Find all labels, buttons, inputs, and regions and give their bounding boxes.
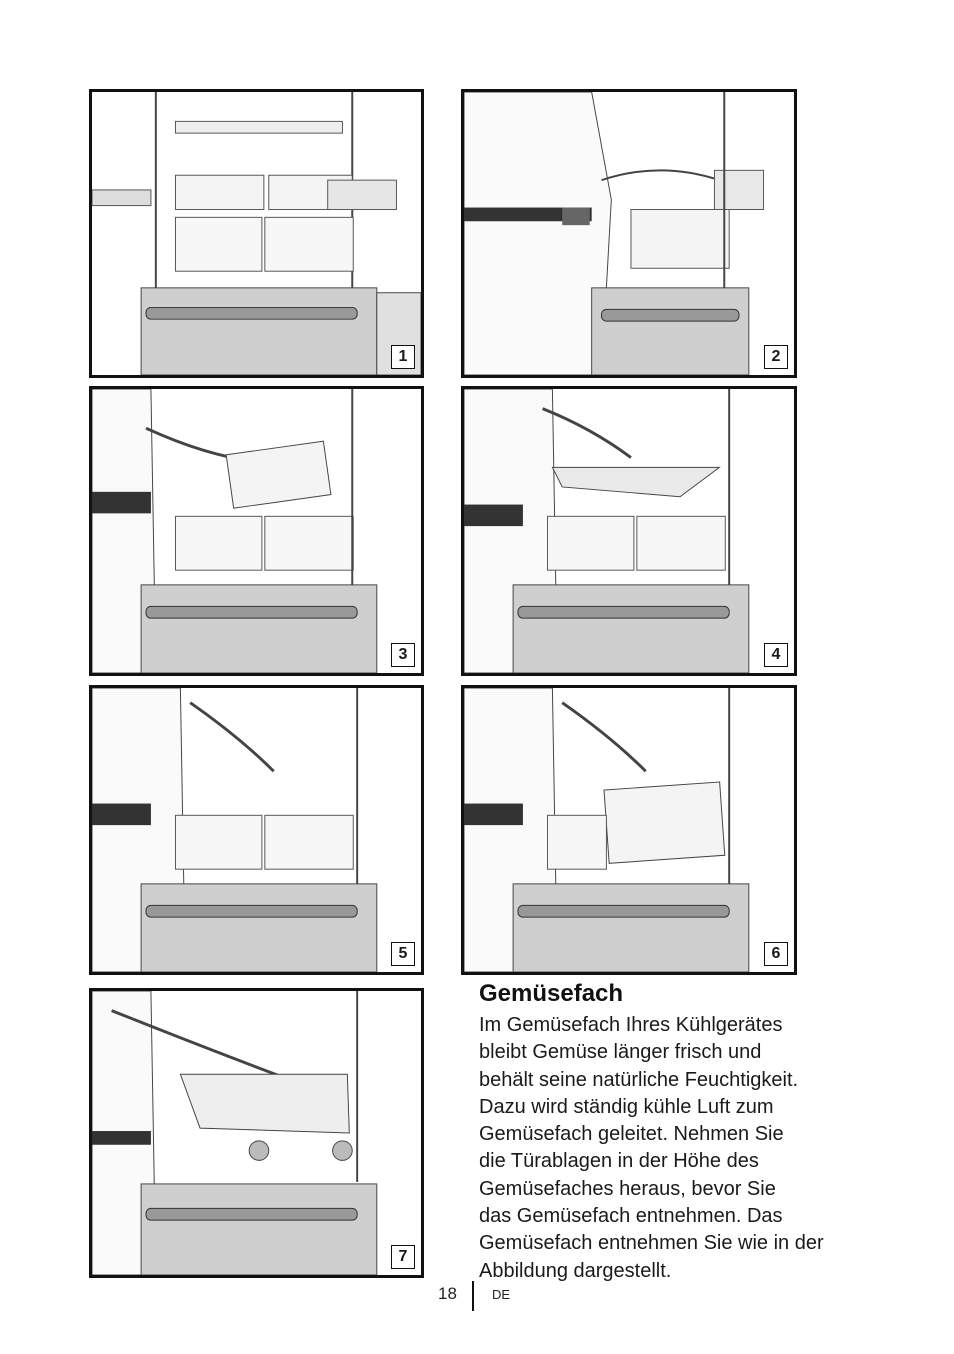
body-line: behält seine natürliche Feuchtigkeit.	[479, 1068, 799, 1091]
figure-number: 1	[391, 345, 415, 369]
figure-number: 4	[764, 643, 788, 667]
figure-3: 3	[89, 386, 424, 676]
fridge-illustration-2	[464, 92, 794, 375]
body-line: das Gemüsefach entnehmen. Das	[479, 1205, 783, 1228]
figure-2: 2	[461, 89, 797, 378]
footer-divider	[472, 1281, 474, 1311]
fridge-illustration-6	[464, 688, 794, 972]
figure-5: 5	[89, 685, 424, 975]
body-line: Gemüsefach geleitet. Nehmen Sie	[479, 1123, 784, 1146]
body-line: Gemüsefaches heraus, bevor Sie	[479, 1177, 776, 1200]
fridge-illustration-5	[92, 688, 421, 972]
fridge-illustration-7	[92, 991, 421, 1275]
language-code: DE	[492, 1287, 511, 1302]
section-title: Gemüsefach	[479, 980, 624, 1007]
figure-number: 6	[764, 942, 788, 966]
figure-4: 4	[461, 386, 797, 676]
body-line: Gemüsefach entnehmen Sie wie in der	[479, 1232, 824, 1255]
figure-number: 7	[391, 1245, 415, 1269]
body-line: bleibt Gemüse länger frisch und	[479, 1041, 762, 1064]
body-line: Abbildung dargestellt.	[479, 1259, 672, 1282]
figure-6: 6	[461, 685, 797, 975]
body-line: Im Gemüsefach Ihres Kühlgerätes	[479, 1014, 783, 1036]
figure-1: 1	[89, 89, 424, 378]
figure-number: 5	[391, 942, 415, 966]
fridge-illustration-1	[92, 92, 421, 375]
figure-number: 3	[391, 643, 415, 667]
figure-7: 7	[89, 988, 424, 1278]
fridge-illustration-4	[464, 389, 794, 673]
fridge-illustration-3	[92, 389, 421, 673]
page-number: 18	[438, 1284, 457, 1303]
body-line: Dazu wird ständig kühle Luft zum	[479, 1095, 774, 1118]
figure-number: 2	[764, 345, 788, 369]
body-line: die Türablagen in der Höhe des	[479, 1150, 759, 1173]
section-body: Im Gemüsefach Ihres Kühlgerätes bleibt G…	[479, 1012, 879, 1285]
